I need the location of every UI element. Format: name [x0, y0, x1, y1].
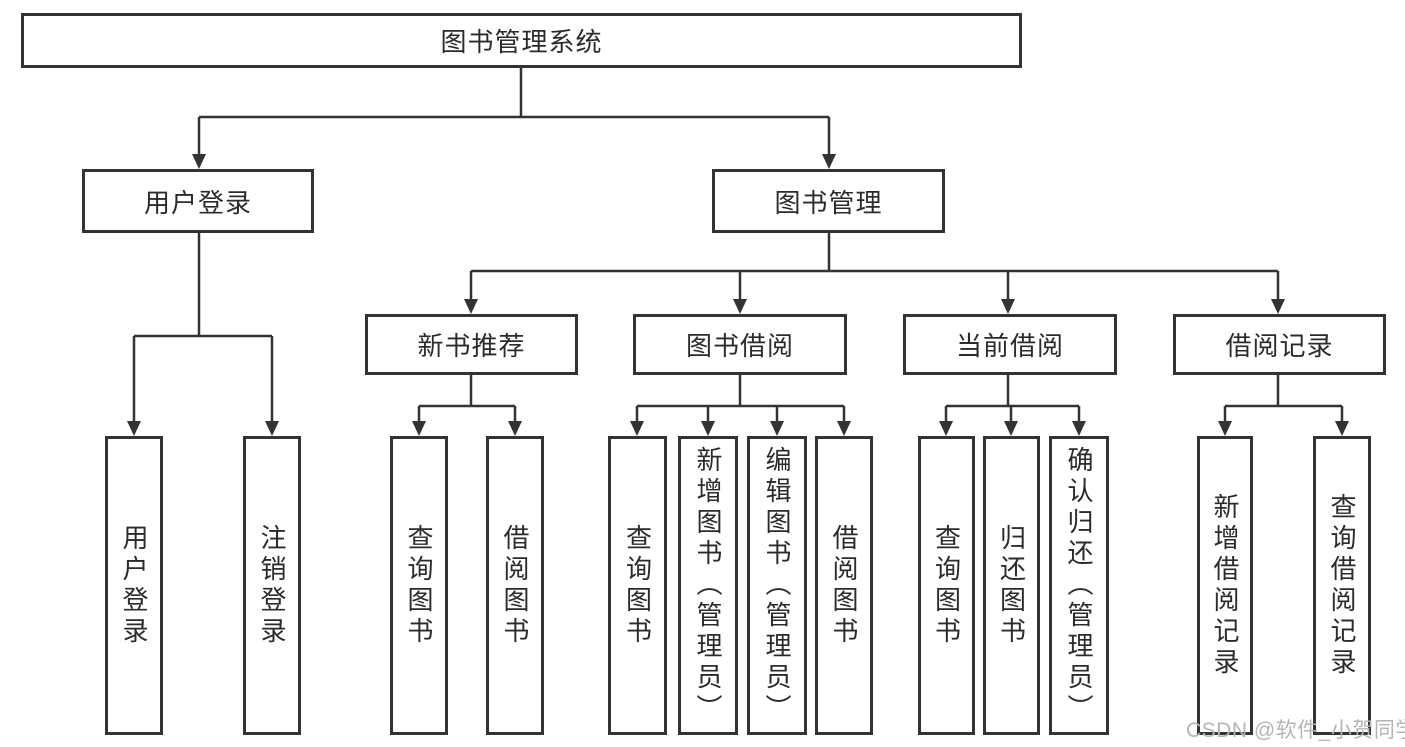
node-new-book-recommendation: 新书推荐: [365, 314, 578, 375]
node-book-management-label: 图书管理: [774, 187, 883, 218]
leaf-borrowing-borrow-books-label: 借阅图书: [829, 523, 859, 648]
node-new-book-recommendation-label: 新书推荐: [417, 331, 526, 361]
node-library-management-system: 图书管理系统: [21, 13, 1022, 68]
node-book-management: 图书管理: [712, 169, 945, 233]
leaf-borrowing-borrow-books: 借阅图书: [815, 436, 873, 735]
leaf-current-query-books-label: 查询图书: [931, 523, 962, 648]
node-user-login-label: 用户登录: [143, 187, 252, 218]
leaf-records-add-borrow-record: 新增借阅记录: [1197, 436, 1253, 735]
leaf-records-query-borrow-record-label: 查询借阅记录: [1327, 492, 1357, 679]
leaf-borrowing-add-books-admin-label: 新增图书（管理员）: [693, 446, 723, 725]
node-borrowing-records-label: 借阅记录: [1225, 331, 1334, 361]
leaf-logout-label: 注销登录: [257, 523, 287, 648]
leaf-current-return-books: 归还图书: [983, 436, 1040, 735]
leaf-borrowing-edit-books-admin: 编辑图书（管理员）: [747, 436, 807, 735]
leaf-current-confirm-return-admin: 确认归还（管理员）: [1049, 436, 1109, 735]
node-current-borrowing-label: 当前借阅: [955, 331, 1064, 361]
leaf-borrowing-query-books-label: 查询图书: [622, 523, 653, 648]
node-user-login: 用户登录: [82, 169, 314, 233]
leaf-borrowing-edit-books-admin-label: 编辑图书（管理员）: [762, 446, 792, 725]
leaf-recommend-query-books-label: 查询图书: [404, 523, 434, 648]
leaf-current-confirm-return-admin-label: 确认归还（管理员）: [1064, 446, 1094, 725]
leaf-borrowing-add-books-admin: 新增图书（管理员）: [678, 436, 738, 735]
leaf-borrowing-query-books: 查询图书: [608, 436, 667, 735]
node-book-borrowing: 图书借阅: [633, 314, 847, 375]
leaf-records-add-borrow-record-label: 新增借阅记录: [1210, 492, 1240, 679]
leaf-recommend-borrow-books-label: 借阅图书: [500, 523, 530, 648]
node-current-borrowing: 当前借阅: [903, 314, 1117, 375]
node-library-management-system-label: 图书管理系统: [440, 27, 603, 57]
leaf-logout: 注销登录: [243, 436, 301, 735]
leaf-user-login-label: 用户登录: [119, 523, 149, 648]
node-borrowing-records: 借阅记录: [1173, 314, 1386, 375]
leaf-current-return-books-label: 归还图书: [996, 523, 1027, 648]
leaf-current-query-books: 查询图书: [918, 436, 975, 735]
leaf-records-query-borrow-record: 查询借阅记录: [1313, 436, 1371, 735]
leaf-recommend-borrow-books: 借阅图书: [486, 436, 544, 735]
leaf-user-login: 用户登录: [105, 436, 163, 735]
leaf-recommend-query-books: 查询图书: [390, 436, 448, 735]
watermark-text: CSDN @软件_小贺同学: [1186, 719, 1405, 742]
node-book-borrowing-label: 图书借阅: [685, 331, 794, 361]
